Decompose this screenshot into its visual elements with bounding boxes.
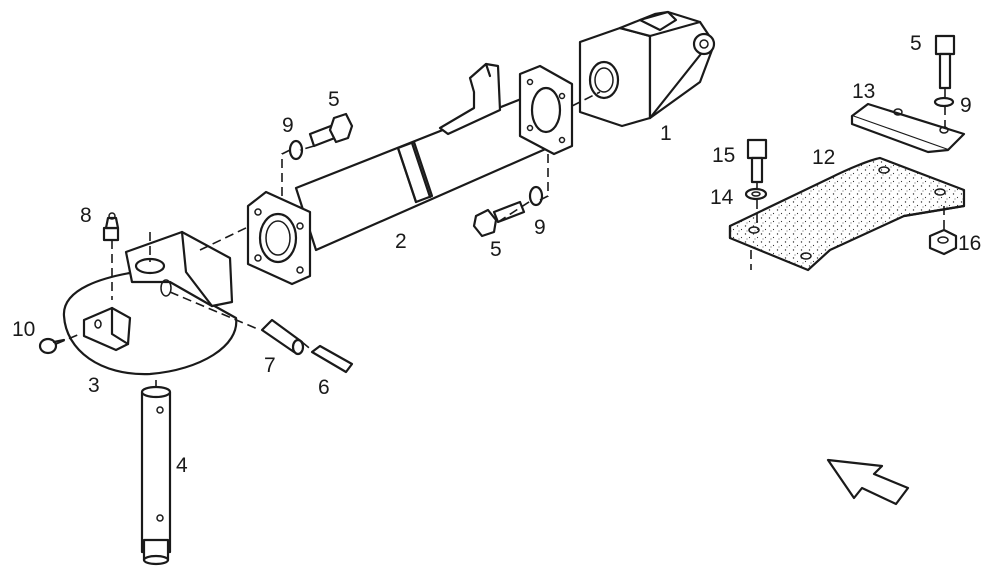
callout-13: 13 (852, 80, 875, 103)
callout-3: 3 (88, 374, 100, 397)
part-9-washer-mid (528, 185, 544, 207)
part-7-sleeve (260, 318, 305, 356)
part-1-pivot-bracket (578, 10, 716, 128)
part-16-nut (928, 228, 958, 256)
callout-2: 2 (395, 230, 407, 253)
part-6-pin (310, 344, 354, 374)
callout-7: 7 (264, 354, 276, 377)
callout-12: 12 (812, 146, 835, 169)
callout-16: 16 (958, 232, 981, 255)
callout-10: 10 (12, 318, 35, 341)
callout-14: 14 (710, 186, 734, 209)
part-5-bolt-mid (472, 200, 526, 238)
part-9-washer-right (933, 96, 955, 108)
part-10-plug (38, 337, 66, 355)
part-5-bolt-right (934, 34, 956, 90)
callout-4: 4 (176, 454, 188, 477)
part-2-main-beam (246, 62, 574, 286)
callout-labels: 1 2 3 4 5 5 5 6 7 8 9 9 9 10 12 13 14 15… (12, 32, 981, 477)
part-13-clamp-plate (850, 102, 966, 154)
callout-6: 6 (318, 376, 330, 399)
callout-5-mid: 5 (490, 238, 502, 261)
part-15-bolt (746, 138, 768, 184)
part-8-grease-nipple (102, 212, 120, 242)
callout-8: 8 (80, 204, 92, 227)
direction-arrow-icon (826, 458, 910, 506)
callout-1: 1 (660, 122, 672, 145)
callout-15: 15 (712, 144, 735, 167)
part-14-washer (744, 187, 768, 201)
part-12-base-plate (728, 156, 966, 272)
callout-9-mid: 9 (534, 216, 546, 239)
callout-9-right: 9 (960, 94, 972, 117)
callout-5-top: 5 (328, 88, 340, 111)
part-3-swivel-plate (62, 230, 238, 376)
assembly-lines (55, 88, 946, 388)
part-4-king-pin (140, 385, 172, 566)
callout-9-top: 9 (282, 114, 294, 137)
part-5-bolt-top (308, 112, 354, 148)
callout-5-right: 5 (910, 32, 922, 55)
